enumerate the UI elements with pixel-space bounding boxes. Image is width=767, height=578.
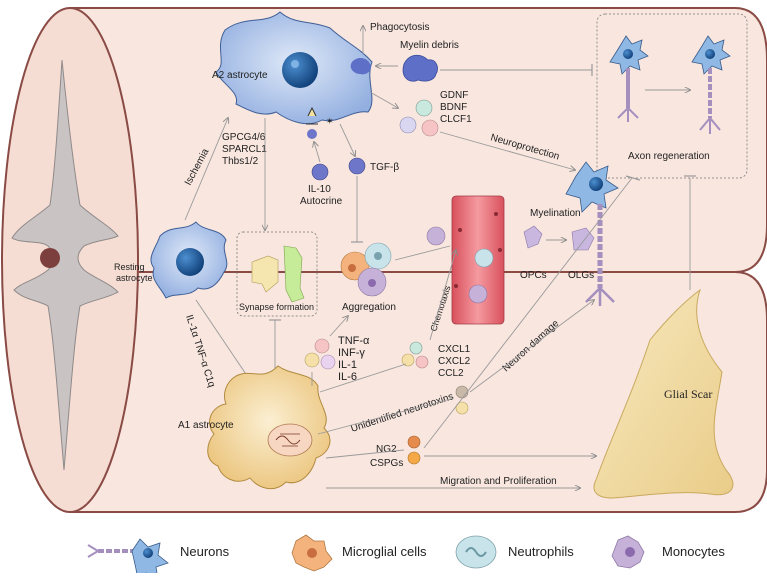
legend-neurons-label: Neurons	[180, 544, 230, 559]
migration-label: Migration and Proliferation	[440, 476, 557, 487]
glial-scar	[593, 288, 734, 499]
il1-label: IL-1	[338, 359, 357, 371]
ng2-label: NG2	[376, 444, 397, 455]
legend-neutrophil-icon	[455, 535, 497, 569]
legend-neutrophils-label: Neutrophils	[508, 544, 574, 559]
resting-astrocyte-cell	[150, 221, 228, 299]
sparcl1-label: SPARCL1	[222, 144, 267, 155]
cxcl1-label: CXCL1	[438, 344, 471, 355]
legend-neuron-icon	[87, 538, 169, 578]
bdnf-label: BDNF	[440, 102, 467, 113]
tgfb-label: TGF-β	[370, 162, 399, 173]
regenerating-neuron-1	[609, 35, 649, 122]
gpcg-label: GPCG4/6	[222, 132, 266, 143]
synapse-formation-label: Synapse formation	[239, 302, 314, 312]
cxcl2-label: CXCL2	[438, 356, 471, 367]
ccl2-label: CCL2	[438, 368, 464, 379]
il6-label: IL-6	[338, 371, 357, 383]
legend-microglia-icon	[291, 534, 333, 572]
autocrine-label: Autocrine	[300, 196, 343, 207]
axon-regeneration-box	[596, 13, 748, 179]
phagocytosis-label: Phagocytosis	[370, 22, 429, 33]
resting-astrocyte-label: astrocyte	[116, 273, 153, 283]
svg-text:✶: ✶	[326, 116, 334, 126]
synapse-formation-box	[236, 231, 318, 317]
infg-label: INF-γ	[338, 347, 365, 359]
tnfa-label: TNF-α	[338, 335, 370, 347]
thbs-label: Thbs1/2	[222, 156, 259, 167]
a1-astrocyte-cell	[207, 365, 331, 490]
a1-astrocyte-label: A1 astrocyte	[178, 420, 234, 431]
axon-regeneration-label: Axon regeneration	[628, 151, 710, 162]
clcf1-label: CLCF1	[440, 114, 472, 125]
il10-label: IL-10	[308, 184, 331, 195]
aggregation-cluster	[340, 242, 392, 297]
myelination-label: Myelination	[530, 208, 581, 219]
aggregation-label: Aggregation	[342, 302, 396, 313]
regenerating-neuron-2	[691, 35, 731, 134]
opcs-label: OPCs	[520, 270, 547, 281]
legend: Neurons Microglial cells Neutrophils Mon…	[87, 534, 725, 578]
olgs-label: OLGs	[568, 270, 594, 281]
myelin-debris-label: Myelin debris	[400, 40, 459, 51]
legend-monocyte-icon	[611, 535, 645, 569]
engulfed-debris	[350, 57, 372, 75]
legend-microglia-label: Microglial cells	[342, 544, 427, 559]
resting-label: Resting	[114, 262, 145, 272]
gdnf-label: GDNF	[440, 90, 468, 101]
glial-scar-label: Glial Scar	[664, 387, 712, 401]
a2-astrocyte-label: A2 astrocyte	[212, 70, 268, 81]
a2-astrocyte-cell	[215, 11, 373, 125]
monocyte-transmigrating	[426, 226, 446, 246]
cspgs-label: CSPGs	[370, 458, 403, 469]
myelin-debris-blob	[402, 54, 438, 82]
legend-monocytes-label: Monocytes	[662, 544, 725, 559]
blood-vessel	[451, 195, 505, 325]
